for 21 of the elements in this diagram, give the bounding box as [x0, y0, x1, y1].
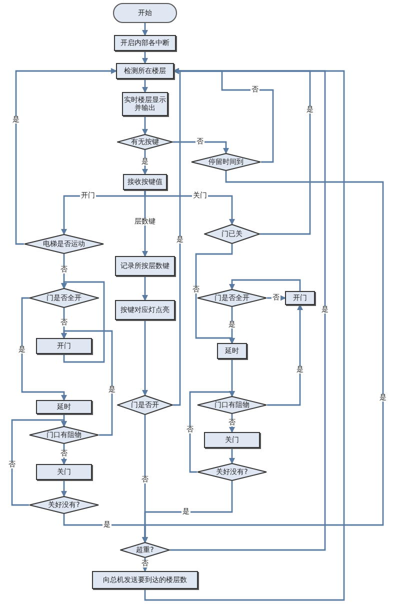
- arrow: [61, 330, 113, 436]
- arrow: [229, 279, 301, 291]
- arrow: [21, 297, 67, 401]
- arrow: [267, 304, 303, 406]
- arrow: [11, 419, 67, 506]
- arrow: [229, 307, 235, 344]
- arrow: [144, 68, 345, 601]
- arrow: [142, 116, 148, 135]
- arrow: [173, 141, 229, 154]
- arrow: [61, 281, 105, 363]
- arrow: [229, 448, 235, 464]
- arrow: [61, 480, 67, 497]
- arrow: [15, 68, 117, 245]
- arrow: [142, 190, 148, 257]
- arrow: [142, 481, 233, 543]
- arrow: [142, 79, 148, 93]
- arrow: [142, 23, 148, 36]
- arrow: [189, 391, 235, 473]
- arrow: [142, 51, 148, 64]
- arrow: [142, 320, 148, 396]
- arrow: [142, 276, 148, 301]
